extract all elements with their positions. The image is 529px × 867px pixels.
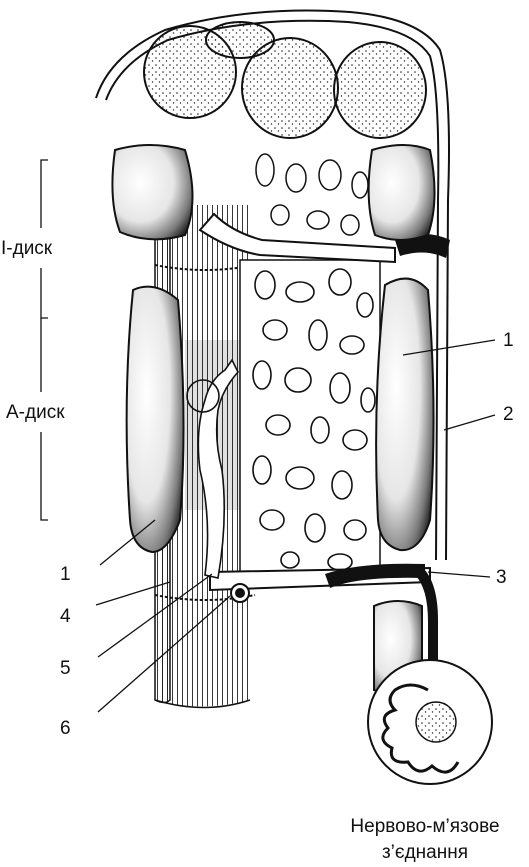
callout-label-2: 2 xyxy=(503,405,514,424)
sarcoplasmic-reticulum xyxy=(240,154,380,580)
caption-line-2: з’єднання xyxy=(330,840,520,866)
callout-label-1-right: 1 xyxy=(503,331,514,350)
caption-line-1: Нервово-м’язове xyxy=(330,814,520,840)
figure-caption: Нервово-м’язове з’єднання xyxy=(330,814,520,866)
callout-label-4: 4 xyxy=(60,607,71,626)
callout-label-1-left: 1 xyxy=(60,565,71,584)
a-disc-label: А-диск xyxy=(6,403,65,422)
disc-brackets xyxy=(41,160,48,520)
leader-3 xyxy=(428,572,490,577)
i-disc-label: І-диск xyxy=(1,239,52,258)
callout-label-3: 3 xyxy=(496,568,507,587)
callout-label-6: 6 xyxy=(60,719,71,738)
leader-2 xyxy=(444,415,495,430)
nuclei xyxy=(144,22,426,138)
callout-label-5: 5 xyxy=(60,659,71,678)
